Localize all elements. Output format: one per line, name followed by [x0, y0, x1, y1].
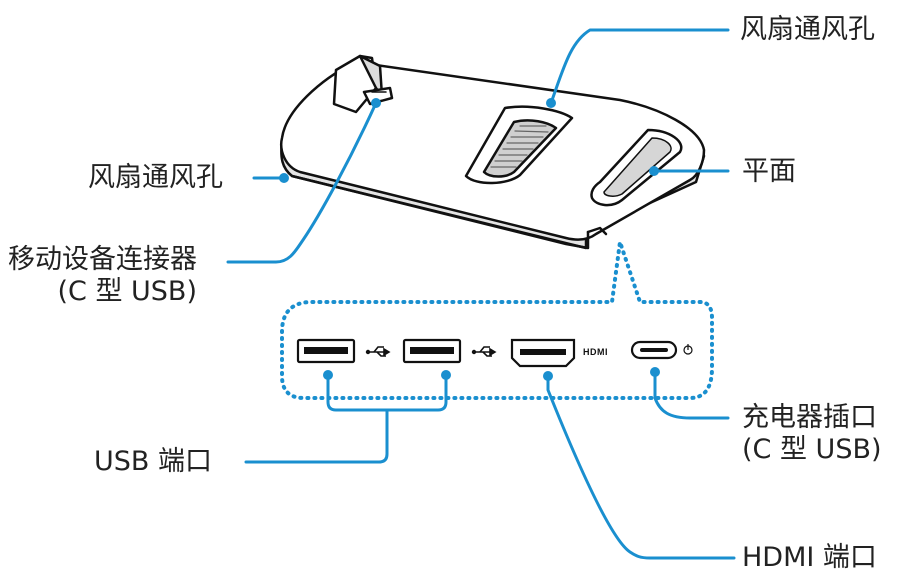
- usb-a-port-1: [296, 338, 356, 364]
- dock-device: [280, 54, 706, 250]
- hdmi-port: [510, 338, 576, 368]
- dock-front-lip: [290, 174, 590, 250]
- label-mobile-connector: 移动设备连接器 (C 型 USB): [8, 244, 197, 308]
- label-fan-vent-top: 风扇通风孔: [740, 14, 875, 45]
- label-hdmi-port: HDMI 端口: [742, 542, 877, 573]
- callout-line-fan-vent-top: [549, 28, 730, 105]
- usb-c-charger-port: [630, 340, 678, 360]
- label-charger-socket-line2: (C 型 USB): [742, 434, 882, 465]
- label-mobile-connector-line1: 移动设备连接器: [8, 244, 197, 275]
- ports-zoom-outline: [280, 241, 714, 400]
- callout-line-hdmi: [546, 374, 736, 560]
- dock-right-edge: [586, 226, 608, 236]
- power-icon: [683, 344, 693, 355]
- fan-vent-grille: [464, 105, 574, 185]
- usb-symbol-icon: [471, 346, 497, 357]
- hdmi-logo: HDMI: [583, 347, 608, 357]
- label-charger-socket-line1: 充电器插口: [742, 402, 877, 433]
- label-fan-vent-left: 风扇通风孔: [88, 162, 223, 193]
- label-charger-socket: 充电器插口 (C 型 USB): [742, 402, 882, 466]
- callout-line-charger: [653, 370, 730, 420]
- usb-symbol-icon: [365, 346, 391, 357]
- label-usb-ports: USB 端口: [94, 446, 213, 477]
- callout-line-usb-ports: [244, 373, 448, 464]
- usb-a-port-2: [402, 338, 462, 364]
- callout-lines: [226, 28, 736, 560]
- label-mobile-connector-line2: (C 型 USB): [57, 276, 197, 307]
- port-row: HDMI: [296, 338, 693, 368]
- label-flat-surface: 平面: [742, 156, 796, 187]
- usb-c-connector-post: [332, 54, 394, 114]
- callout-line-mobile-connector: [226, 101, 378, 264]
